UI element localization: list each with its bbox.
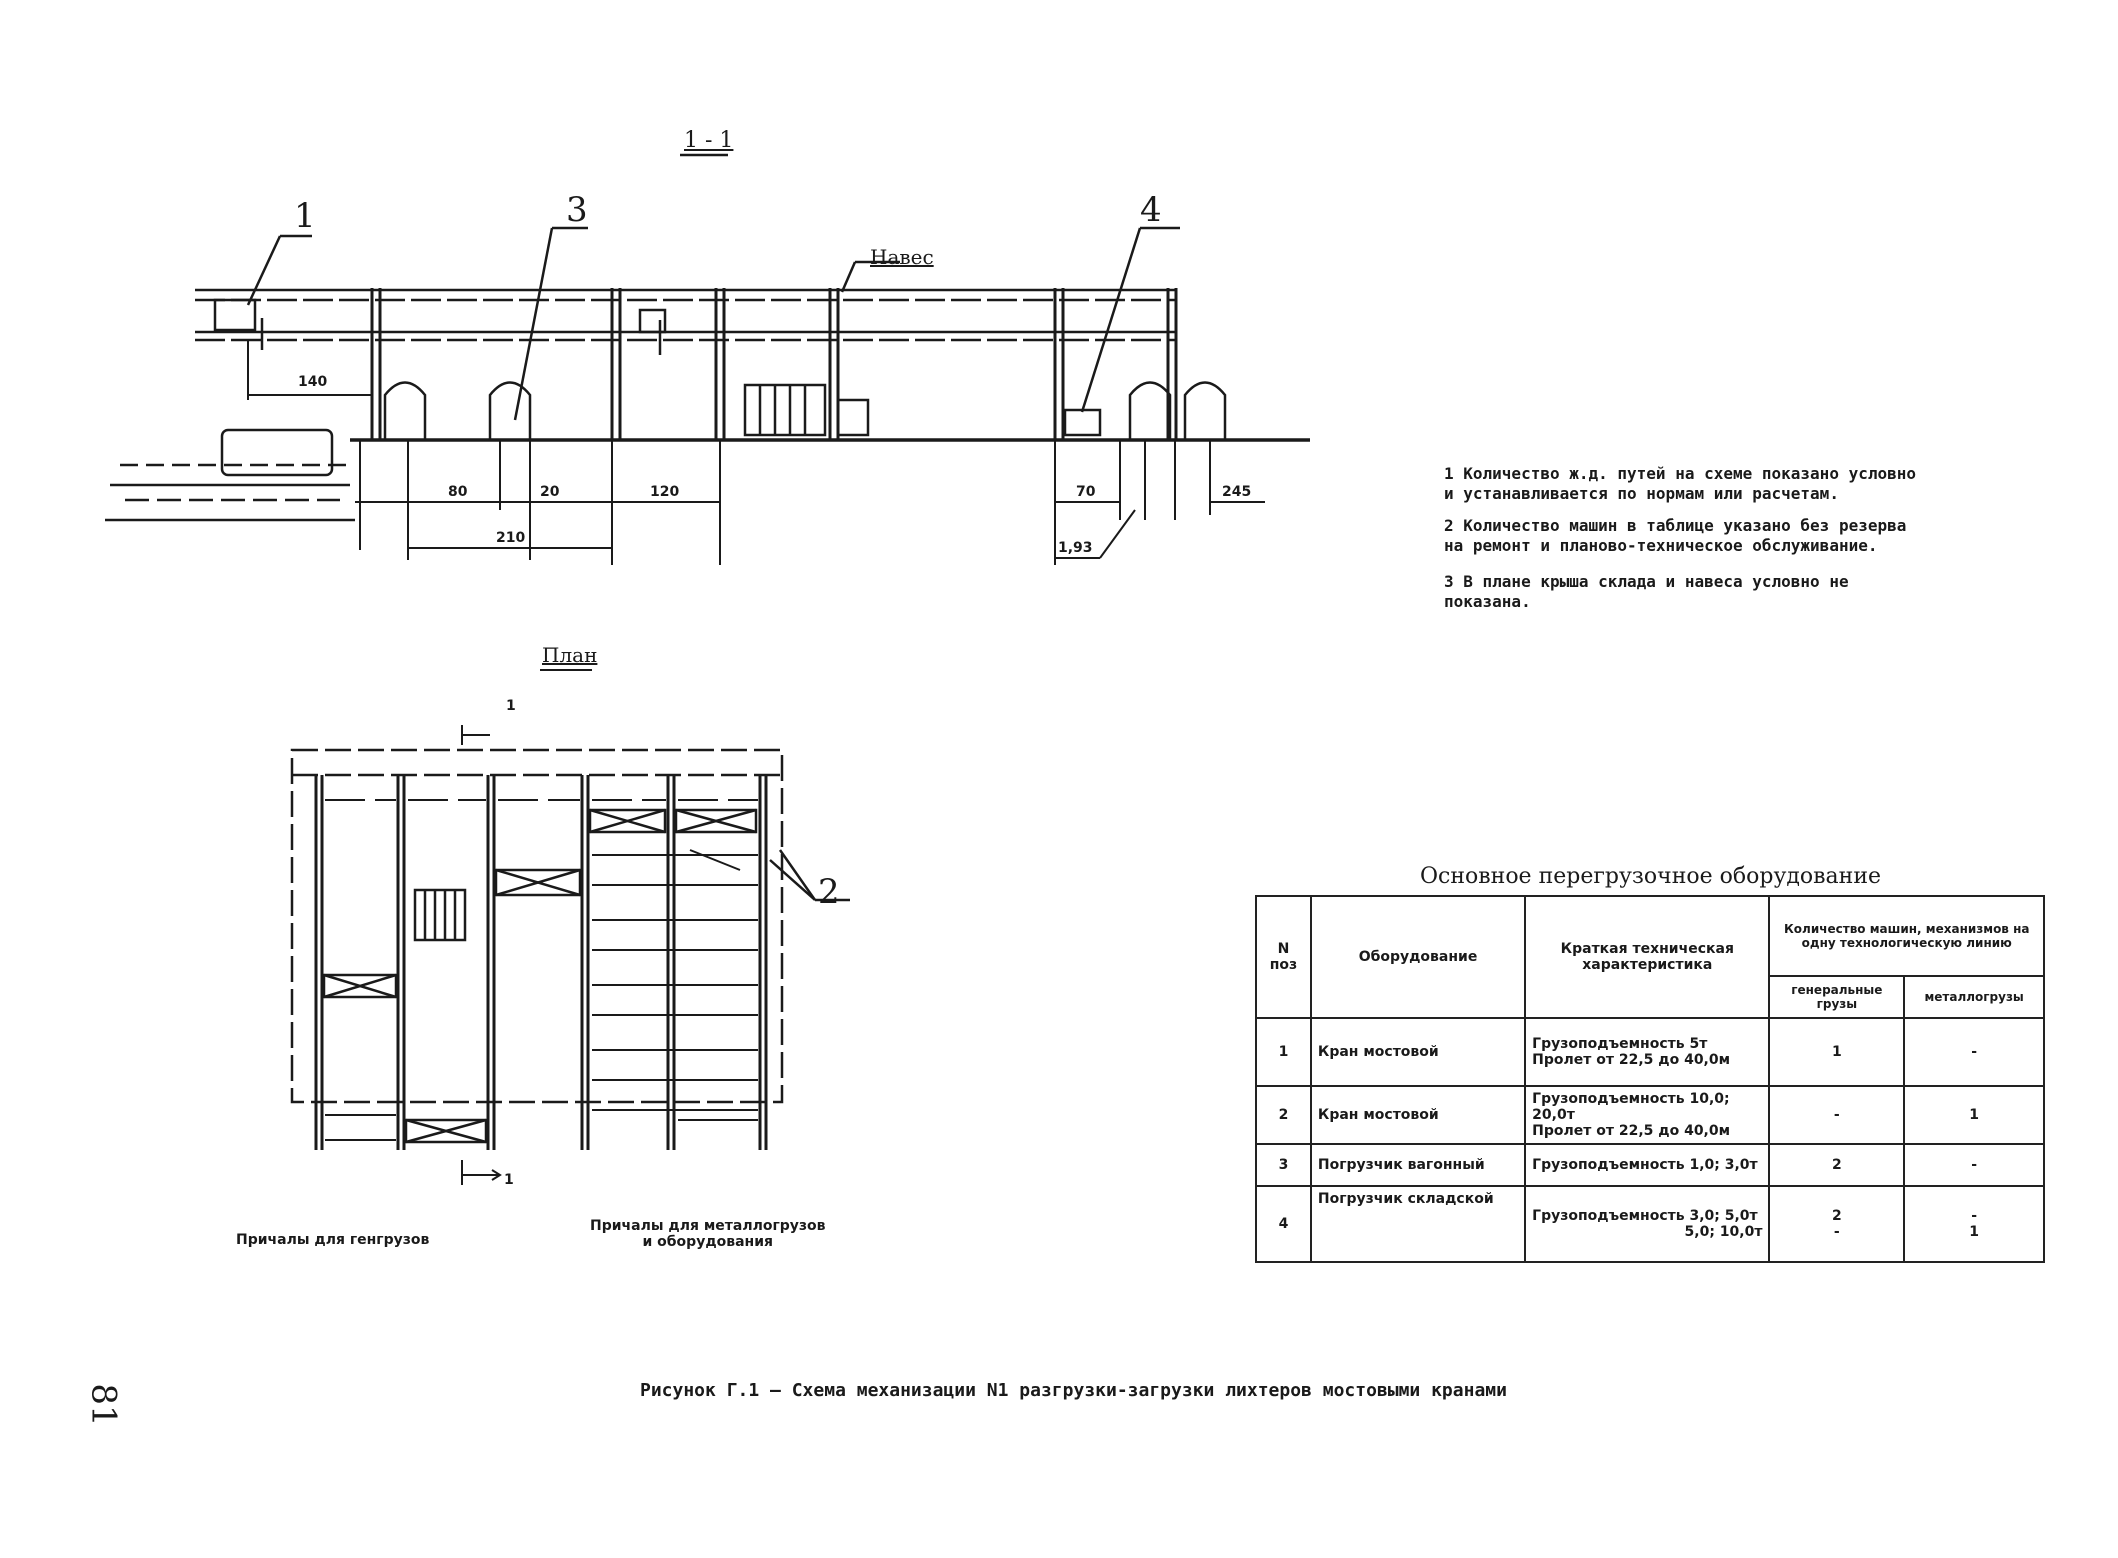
plan-cut-bottom: 1 [504, 1172, 514, 1188]
equipment-table: N поз Оборудование Краткая техническая х… [1255, 895, 2045, 1263]
plan-title: План [542, 643, 598, 667]
dim-245: 245 [1222, 484, 1252, 500]
dim-70: 70 [1076, 484, 1096, 500]
table-title: Основное перегрузочное оборудование [1420, 864, 1882, 889]
dim-120: 120 [650, 484, 680, 500]
table-row: 3 Погрузчик вагонный Грузоподъемность 1,… [1255, 1143, 2045, 1187]
caption-metal-cargo: Причалы для металлогрузов и оборудования [590, 1218, 826, 1250]
th-num: N поз [1255, 895, 1312, 1019]
canopy-label: Навес [870, 245, 934, 269]
figure-caption: Рисунок Г.1 — Схема механизации N1 разгр… [640, 1380, 1507, 1401]
callout-2: 2 [818, 872, 840, 912]
section-title: 1 - 1 [684, 128, 734, 153]
section-drawing [105, 153, 1310, 565]
dim-210: 210 [496, 530, 526, 546]
note-3: 3 В плане крыша склада и навеса условно … [1444, 572, 1849, 611]
dim-140: 140 [298, 374, 328, 390]
table-row: 2 Кран мостовой Грузоподъемность 10,0; 2… [1255, 1085, 2045, 1145]
plan-cut-top: 1 [506, 698, 516, 714]
dim-80: 80 [448, 484, 468, 500]
dim-20: 20 [540, 484, 560, 500]
callout-1: 1 [294, 196, 316, 236]
notes-block: 1 Количество ж.д. путей на схеме показан… [1444, 464, 2004, 612]
th-quantity: Количество машин, механизмов на одну тех… [1768, 895, 2045, 977]
callout-4: 4 [1140, 190, 1162, 230]
plan-drawing [290, 669, 850, 1185]
page-number: 81 [83, 1383, 124, 1427]
th-equipment: Оборудование [1309, 895, 1527, 1019]
th-general: генеральные грузы [1768, 975, 1906, 1019]
note-2: 2 Количество машин в таблице указано без… [1444, 516, 1907, 555]
dim-193: 1,93 [1058, 540, 1093, 556]
table-row: 4 Погрузчик складской Грузоподъемность 3… [1255, 1185, 2045, 1263]
callout-3: 3 [566, 190, 588, 230]
th-metal: металлогрузы [1903, 975, 2045, 1019]
note-1: 1 Количество ж.д. путей на схеме показан… [1444, 464, 1917, 503]
th-characteristic: Краткая техническая характеристика [1524, 895, 1771, 1019]
caption-general-cargo: Причалы для генгрузов [236, 1232, 430, 1248]
